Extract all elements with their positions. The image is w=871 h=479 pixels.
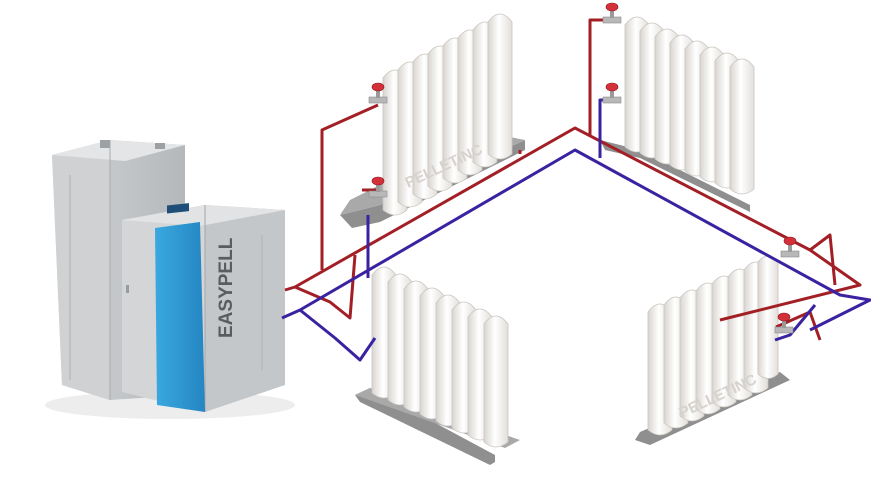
pellet-boiler: EASYPELL <box>45 140 295 419</box>
supply-pipe <box>284 18 862 341</box>
valve-icon <box>780 236 800 258</box>
radiator-top-right <box>600 16 755 212</box>
valve-icon <box>602 2 622 24</box>
radiator-top-left: PELLETINC <box>340 13 525 228</box>
return-pipe <box>281 98 871 362</box>
valve-icon <box>602 82 622 104</box>
boiler-brand-label: EASYPELL <box>216 237 237 338</box>
radiator-bottom-left <box>355 266 520 465</box>
radiator-bottom-right: PELLETINC <box>635 255 790 445</box>
